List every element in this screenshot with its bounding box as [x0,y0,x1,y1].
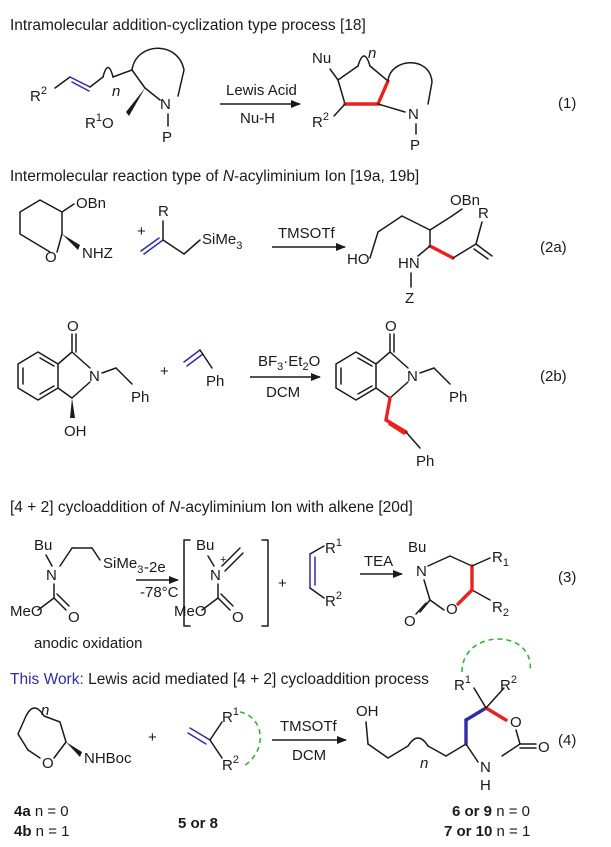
equation-3: Bu N SiMe3 MeO O anodic oxidation -2e -7… [10,537,576,652]
atom-R2-product-4: R2 [500,674,517,694]
atom-O-4: O [42,755,54,772]
heading-intramolecular: Intramolecular addition-cyclization type… [10,17,366,34]
atom-R1-4: R1 [222,706,239,726]
atom-R1-alkene: R1 [325,537,342,557]
equation-2a: O OBn NHZ + R SiMe3 TMSOTf HO OBn R HN [19,192,567,307]
group-HO: HO [347,251,370,268]
atom-R-allyl: R [158,203,169,220]
reagent-bf3: BF3·Et2O [258,353,320,373]
group-Ph-product-vinyl: Ph [416,453,434,470]
atom-H-product-4: H [480,777,491,794]
reagent-nu-h: Nu-H [240,110,275,127]
atom-N-product-2b: N [407,368,418,385]
plus-2a: + [137,223,146,240]
plus-2b: + [160,363,169,380]
plus-4: + [148,729,157,746]
atom-N: N [160,96,171,113]
atom-N-product-3: N [416,563,427,580]
atom-R1-product: R1 [492,549,509,569]
reagent-2e: -2e [144,559,166,576]
equation-number-3: (3) [558,569,576,586]
atom-O-ring-4: O [510,714,522,731]
atom-N-product: N [408,106,419,123]
atom-R-product: R [478,205,489,222]
reagent-tea: TEA [364,553,393,570]
group-Ph-product-bn: Ph [449,389,467,406]
plus-3: + [278,575,287,592]
atom-R1-product-4: R1 [454,674,471,694]
equation-number-2a: (2a) [540,239,567,256]
atom-HN: HN [398,255,420,272]
group-NHZ: NHZ [82,245,113,262]
heading-cycloaddition: [4 + 2] cycloaddition of N-acyliminium I… [10,499,413,516]
charge-plus: + [220,554,226,566]
reagent-lewis-acid: Lewis Acid [226,82,297,99]
atom-Z: Z [405,290,414,307]
atom-Bu: Bu [34,537,52,554]
atom-Bu-product: Bu [408,539,426,556]
caption-6-or-9: 6 or 9 n = 0 [452,803,530,820]
atom-O-3: O [68,609,80,626]
group-OBn: OBn [76,195,106,212]
reagent-dcm-2b: DCM [266,384,300,401]
group-Ph-styrene: Ph [206,373,224,390]
atom-N-product-4: N [480,759,491,776]
equation-number-1: (1) [558,95,576,112]
group-SiMe3-3: SiMe3 [103,555,143,576]
group-Ph-bn: Ph [131,389,149,406]
heading-intermolecular: Intermolecular reaction type of N-acylim… [10,168,419,185]
atom-P-product: P [410,137,420,154]
group-NHBoc: NHBoc [84,750,132,767]
caption-anodic-oxidation: anodic oxidation [34,635,142,652]
atom-R1O: R1O [85,112,114,132]
atom-MeO-iminium: MeO [174,603,207,620]
atom-Bu-iminium: Bu [196,537,214,554]
atom-O-carbonyl: O [67,318,79,335]
group-SiMe3: SiMe3 [202,231,242,252]
atom-N-3: N [46,567,57,584]
group-OH: OH [64,423,87,440]
atom-O-thp: O [45,249,57,266]
atom-n: n [112,83,120,100]
atom-O-iminium: O [232,609,244,626]
atom-R2-4: R2 [222,754,239,774]
equation-4: n O NHBoc + R1 R2 TMSOTf DCM OH n O O [14,638,576,840]
atom-R2-product: R2 [492,599,509,619]
reagent-78C: -78°C [140,584,179,601]
atom-O-carbonyl-3: O [404,613,416,630]
atom-N-iminium: N [210,567,221,584]
atom-n-product-4: n [420,755,428,772]
caption-7-or-10: 7 or 10 n = 1 [444,823,530,840]
heading-this-work: This Work: Lewis acid mediated [4 + 2] c… [10,671,429,688]
atom-R2-product: R2 [312,111,329,131]
atom-n-4: n [41,702,49,719]
group-OH-4: OH [356,703,379,720]
atom-O-product-2b: O [385,318,397,335]
atom-O-carbonyl-4: O [538,739,550,756]
atom-n-product: n [368,45,376,62]
equation-number-2b: (2b) [540,368,567,385]
reagent-dcm-4: DCM [292,747,326,764]
caption-5-or-8: 5 or 8 [178,815,218,832]
atom-R2-alkene: R2 [325,590,342,610]
equation-number-4: (4) [558,732,576,749]
atom-P: P [162,129,172,146]
group-OBn-product: OBn [450,192,480,209]
equation-2b: O N OH Ph + Ph BF3·Et2O DCM O N Ph [17,318,567,470]
atom-O-ring: O [446,601,458,618]
atom-MeO: MeO [10,603,43,620]
reagent-tmsotf-4: TMSOTf [280,718,337,735]
reagent-tmsotf-2a: TMSOTf [278,225,335,242]
equation-1: R2 n N P R1O Lewis Acid Nu-H Nu n N P [30,45,576,154]
atom-N-2b: N [89,368,100,385]
atom-Nu: Nu [312,50,331,67]
atom-R2: R2 [30,85,47,105]
caption-4b: 4b n = 1 [14,823,69,840]
caption-4a: 4a n = 0 [14,803,69,820]
